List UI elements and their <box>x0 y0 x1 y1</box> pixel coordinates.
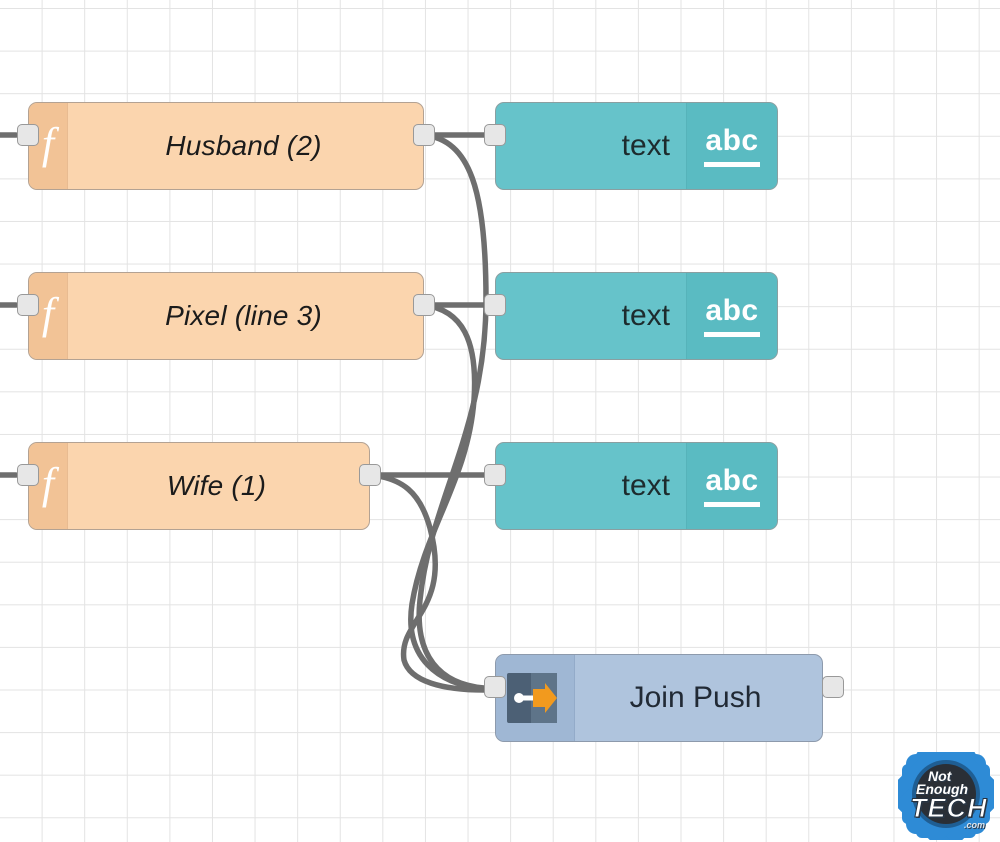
function-f-icon: f <box>29 443 68 529</box>
text-node-2[interactable]: text abc <box>495 272 778 360</box>
abc-icon: abc <box>686 443 777 529</box>
port-fn-pixel-input[interactable] <box>17 294 39 316</box>
abc-icon: abc <box>686 273 777 359</box>
push-arrow-icon-svg <box>507 673 557 723</box>
abc-icon-underline <box>704 331 760 337</box>
function-node-pixel[interactable]: f Pixel (line 3) <box>28 272 424 360</box>
gear-logo-icon <box>893 741 999 842</box>
not-enough-tech-logo: Not Enough TECH .com <box>893 741 999 842</box>
port-fn-pixel-output[interactable] <box>413 294 435 316</box>
port-fn-husband-input[interactable] <box>17 124 39 146</box>
logo-line-tech: TECH <box>910 793 988 824</box>
function-f-glyph: f <box>41 459 55 508</box>
join-push-node-label: Join Push <box>629 681 762 714</box>
function-f-glyph: f <box>41 289 55 338</box>
function-f-icon: f <box>29 273 68 359</box>
port-text-2-input[interactable] <box>484 294 506 316</box>
port-fn-wife-input[interactable] <box>17 464 39 486</box>
text-node-2-label: text <box>621 299 670 332</box>
abc-icon-text: abc <box>705 293 759 327</box>
port-fn-wife-output[interactable] <box>359 464 381 486</box>
logo-line-enough: Enough <box>916 781 969 797</box>
function-node-wife[interactable]: f Wife (1) <box>28 442 370 530</box>
text-node-3[interactable]: text abc <box>495 442 778 530</box>
wire-pixel-to-join <box>408 302 487 692</box>
join-push-node[interactable]: Join Push <box>495 654 823 742</box>
abc-icon-text: abc <box>705 123 759 157</box>
port-text-1-input[interactable] <box>484 124 506 146</box>
port-text-3-input[interactable] <box>484 464 506 486</box>
function-f-glyph: f <box>41 119 55 168</box>
wire-wife-to-join <box>367 472 487 693</box>
function-node-pixel-label: Pixel (line 3) <box>165 300 322 331</box>
wire-husband-to-join <box>416 132 489 691</box>
abc-icon-text: abc <box>705 463 759 497</box>
function-f-icon: f <box>29 103 68 189</box>
push-arrow-icon <box>496 655 575 741</box>
text-node-1-label: text <box>621 129 670 162</box>
logo-line-not: Not <box>928 768 952 784</box>
port-fn-husband-output[interactable] <box>413 124 435 146</box>
function-node-husband-label: Husband (2) <box>165 130 322 161</box>
function-node-husband[interactable]: f Husband (2) <box>28 102 424 190</box>
abc-icon: abc <box>686 103 777 189</box>
abc-icon-underline <box>704 161 760 167</box>
abc-icon-underline <box>704 501 760 507</box>
logo-line-com: .com <box>964 820 986 830</box>
port-join-push-output[interactable] <box>822 676 844 698</box>
text-node-3-label: text <box>621 469 670 502</box>
function-node-wife-label: Wife (1) <box>166 470 267 501</box>
port-join-push-input[interactable] <box>484 676 506 698</box>
text-node-1[interactable]: text abc <box>495 102 778 190</box>
